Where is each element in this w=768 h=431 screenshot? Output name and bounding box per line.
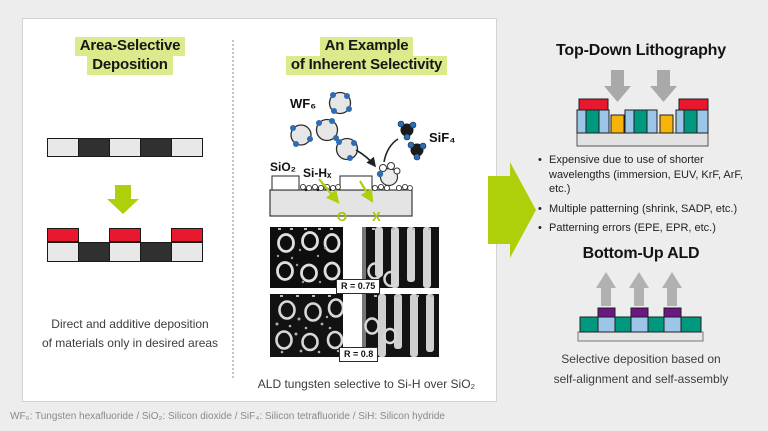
substrate-pattern-before [47,138,203,157]
bullet-item: Expensive due to use of shorter waveleng… [538,153,760,197]
reaction-arrow-down [355,149,376,168]
substrate-pattern-after [47,242,203,262]
deposition-no-mark: X [372,209,381,224]
ald-stack-diagram [577,307,704,342]
left-title: Area-Selective Deposition [40,37,220,75]
selective-arrow-o [318,178,340,204]
wf6-molecules [290,91,359,161]
left-title-line1: Area-Selective [74,37,186,56]
sio2-label: SiO₂ [270,160,297,174]
reaction-arrow-up [383,138,399,163]
segment-light [171,243,202,261]
wf6-label: WF₆ [290,96,317,111]
sif4-label: SiF₄ [429,130,456,145]
bottom-up-title: Bottom-Up ALD [582,245,700,262]
bullet-item: Patterning errors (EPE, EPR, etc.) [538,221,760,236]
selectivity-reaction-diagram [269,91,427,217]
cap-gap [141,228,171,242]
middle-title-line1: An Example [319,37,414,56]
bottom-up-caption-line2: self-alignment and self-assembly [553,371,729,386]
sem-image-lines-r075 [362,227,439,288]
bottom-up-caption: Selective deposition based on self-align… [543,350,739,390]
segment-light [109,139,140,156]
middle-caption: ALD tungsten selective to Si-H over SiO₂ [257,377,476,391]
sihx-label: Si-Hₓ [303,166,332,180]
segment-light [171,139,202,156]
middle-title: An Example of Inherent Selectivity [250,37,483,75]
sio2-block-middle [339,175,373,191]
ratio-label-bottom: R = 0.8 [339,347,379,362]
bottom-up-caption-line1: Selective deposition based on [561,352,721,366]
panel-divider [232,40,234,378]
middle-title-line2: of Inherent Selectivity [285,56,448,75]
segment-dark [140,139,171,156]
deposited-material-block [171,228,203,242]
cap-gap [79,228,109,242]
sem-image-lines-r08 [362,294,439,357]
sem-image-rings-r075 [270,227,343,288]
si-h-surface-atoms [299,183,413,192]
deposited-material-block [47,228,79,242]
left-caption-line2: of materials only in desired areas [41,335,219,350]
selective-arrow-x [359,180,374,203]
substrate-base [269,189,413,217]
deposited-material-block [109,228,141,242]
segment-dark [140,243,171,261]
footnote: WF₆: Tungsten hexafluoride / SiO₂: Silic… [10,411,445,422]
ald-up-arrows-icon [596,272,682,306]
litho-stack-diagram [576,98,709,147]
segment-dark [78,139,109,156]
adsorbed-molecule [376,162,401,187]
green-down-arrow-icon [107,185,139,214]
bullet-item: Multiple patterning (shrink, SADP, etc.) [538,202,760,217]
segment-light [48,139,78,156]
segment-dark [78,243,109,261]
deposited-caps-row [47,228,203,242]
left-caption-line1: Direct and additive deposition [51,317,209,331]
segment-light [109,243,140,261]
left-caption: Direct and additive deposition of materi… [28,315,232,352]
segment-light [48,243,78,261]
litho-down-arrows-icon [604,70,677,102]
top-down-title: Top-Down Lithography [556,42,726,59]
ratio-label-top: R = 0.75 [336,279,381,294]
deposition-yes-mark: O [337,209,348,224]
big-right-arrow-icon [488,162,536,258]
top-down-bullet-list: Expensive due to use of shorter waveleng… [538,153,760,241]
sio2-block-left [271,175,300,191]
sem-image-rings-r08 [270,294,343,357]
sif4-molecules [397,120,427,161]
left-title-line2: Deposition [87,56,173,75]
